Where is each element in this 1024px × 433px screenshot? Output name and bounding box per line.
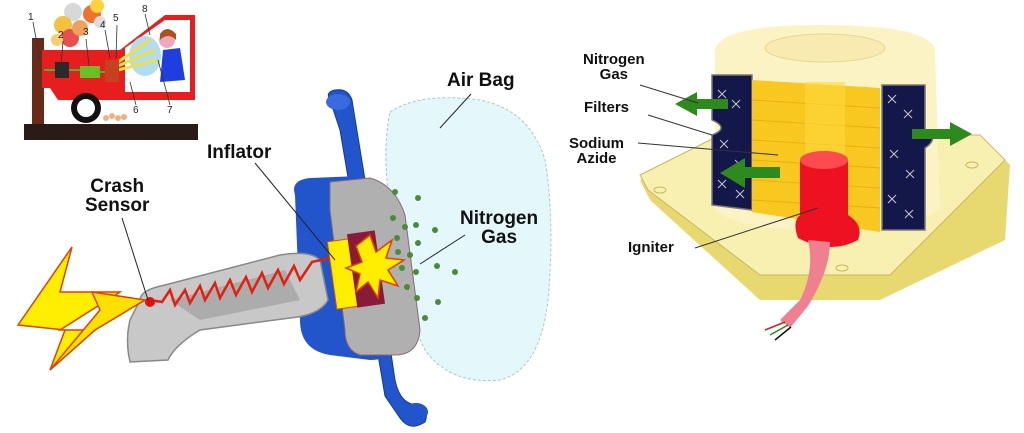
label-cutaway-nitrogen-line1: Nitrogen [583,51,645,68]
filter-left [711,74,753,211]
arrow-right-icon [912,122,972,146]
label-nitrogen-gas: Nitrogen Gas [460,209,538,247]
label-sodium-line1: Sodium [569,135,624,152]
inset-number-8: 8 [142,4,148,15]
label-nitrogen-gas-line1: Nitrogen [460,208,539,229]
inset-number-5: 5 [113,13,119,24]
inset-number-6: 6 [133,105,139,116]
control-unit-box [80,66,100,78]
nitrogen-gas-dots [390,189,458,321]
inset-number-7: 7 [167,105,173,116]
inset-number-1: 1 [28,12,34,23]
wall [32,38,44,124]
ground [24,124,198,140]
igniter [795,160,860,248]
label-crash-sensor-line2: Sensor [85,195,150,216]
arrow-inner-left-icon [720,158,780,188]
label-crash-sensor-line1: Crash [90,176,145,197]
label-sodium-azide: Sodium Azide [569,136,624,166]
label-azide-line2: Azide [576,150,617,167]
label-nitrogen-gas-line2: Gas [481,227,518,248]
smoke-cloud-icon [51,0,106,47]
label-crash-sensor: Crash Sensor [85,177,149,215]
crash-sensor-box [55,62,69,78]
steering-wheel-rim [327,89,427,427]
filter-right [881,84,934,231]
inset-number-2: 2 [58,30,64,41]
impact-arrow-icon [16,246,123,371]
inset-number-4: 4 [100,20,106,31]
inflator-box [105,60,119,82]
explosion-icon [343,233,407,301]
label-cutaway-nitrogen-gas: Nitrogen Gas [583,52,645,82]
inset-number-3: 3 [83,27,89,38]
label-air-bag: Air Bag [447,70,515,91]
arrow-left-icon [675,92,728,116]
igniter-wire [780,240,830,328]
label-igniter: Igniter [628,239,674,256]
label-cutaway-gas-line2: Gas [599,66,629,83]
gas-flow-arrows [675,92,972,188]
label-inflator: Inflator [207,142,272,163]
label-filters: Filters [584,99,630,116]
zigzag-wire [149,254,339,308]
